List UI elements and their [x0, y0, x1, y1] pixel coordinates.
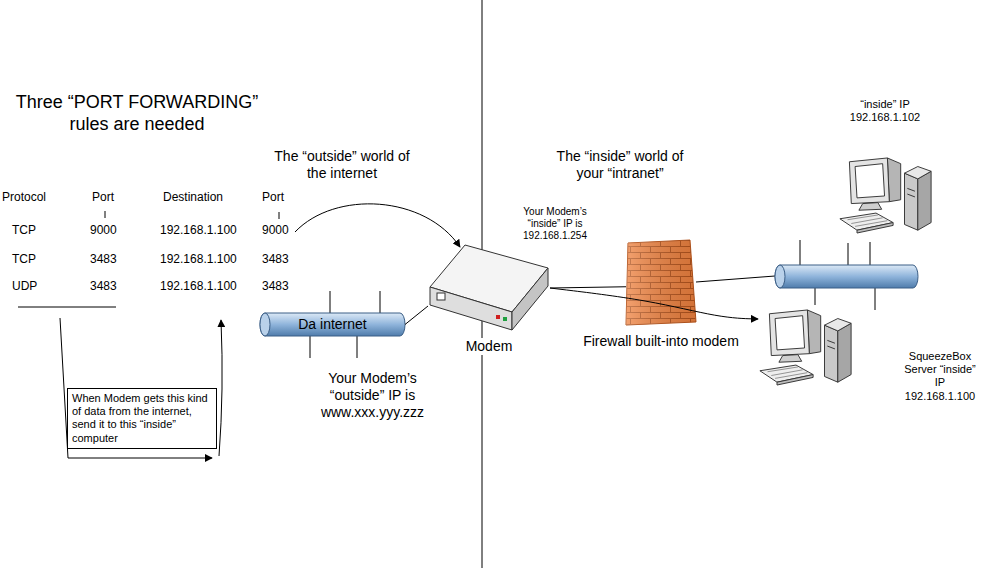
modem-front — [430, 287, 512, 330]
region-heading: The “inside” world of your “intranet” — [545, 148, 695, 182]
table-cell: TCP — [12, 252, 36, 266]
region-heading: The “outside” world of the internet — [272, 148, 412, 182]
node-text: Da internet — [298, 316, 366, 333]
column-header: Destination — [163, 190, 223, 204]
firewall: Firewall built-into modem — [626, 240, 696, 325]
node-text: When Modem gets this kind of data from t… — [72, 392, 212, 445]
node-caption: Modem — [464, 338, 515, 355]
tick-mark — [279, 212, 280, 219]
callout-arrow — [219, 320, 222, 456]
callout-box: When Modem gets this kind of data from t… — [67, 388, 217, 449]
diagram-title: Three “PORT FORWARDING” rules are needed — [3, 92, 271, 135]
modem-led — [503, 317, 507, 321]
computer: “inside” IP 192.168.1.102 — [838, 148, 933, 243]
cylinder-end — [775, 265, 785, 288]
table-cell: 3483 — [90, 252, 117, 266]
table-cell: 3483 — [262, 252, 289, 266]
table-cell: UDP — [12, 279, 37, 293]
table-cell: 192.168.1.100 — [160, 252, 237, 266]
table-cell: 192.168.1.100 — [160, 223, 237, 237]
column-header: Port — [262, 190, 284, 204]
connector — [550, 288, 758, 319]
node-caption: Firewall built-into modem — [581, 333, 741, 350]
modem-side — [512, 268, 548, 330]
modem-led — [496, 315, 500, 319]
cylinder-end — [260, 313, 270, 336]
node-caption: SqueezeBox Server “inside” IP 192.168.1.… — [900, 350, 980, 403]
table-cell: 9000 — [90, 223, 117, 237]
column-header: Port — [92, 190, 114, 204]
table-underline — [18, 307, 116, 308]
firewall-wall — [626, 240, 696, 325]
modem-port — [437, 293, 445, 300]
table-cell: 192.168.1.100 — [160, 279, 237, 293]
lan-cylinder — [775, 265, 918, 288]
network-cylinder: Da internet — [260, 313, 405, 336]
firewall-shade — [626, 240, 696, 325]
table-cell: 9000 — [262, 223, 289, 237]
computer-icon — [760, 310, 851, 385]
table-cell: 3483 — [90, 279, 117, 293]
forward-arrow — [295, 204, 460, 247]
connector — [405, 306, 428, 325]
internet-cylinder — [260, 313, 405, 336]
node-caption: “inside” IP 192.168.1.102 — [840, 98, 930, 124]
table-cell: 3483 — [262, 279, 289, 293]
table-cell: TCP — [12, 223, 36, 237]
modem-device: Modem — [428, 243, 550, 333]
ip-note: Your Modem’s “inside” IP is 192.168.1.25… — [512, 206, 598, 242]
ip-note: Your Modem’s “outside” IP is www.xxx.yyy… — [310, 370, 435, 420]
tick-mark — [105, 211, 106, 218]
column-header: Protocol — [2, 190, 46, 204]
connector — [550, 287, 626, 288]
computer-icon — [840, 158, 931, 233]
computer: SqueezeBox Server “inside” IP 192.168.1.… — [758, 300, 853, 395]
lan-wire — [696, 276, 775, 282]
